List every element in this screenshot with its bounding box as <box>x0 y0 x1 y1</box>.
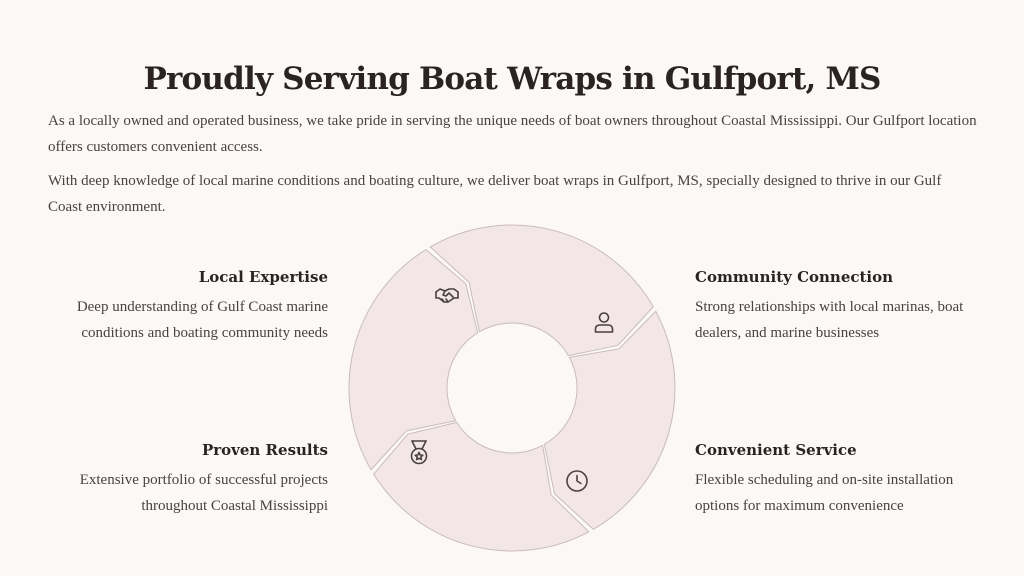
convenient-service-heading: Convenient Service <box>695 441 857 459</box>
local-expertise-heading: Local Expertise <box>198 268 328 286</box>
segment-convenient-service <box>373 421 590 552</box>
segment-local-expertise <box>429 224 654 357</box>
convenient-service-block: Convenient Service Flexible scheduling a… <box>695 438 985 519</box>
page-title: Proudly Serving Boat Wraps in Gulfport, … <box>143 60 881 97</box>
segment-proven-results <box>348 249 479 471</box>
local-expertise-block: Local Expertise Deep understanding of Gu… <box>38 265 328 346</box>
local-expertise-text: Deep understanding of Gulf Coast marine … <box>76 299 328 341</box>
community-connection-block: Community Connection Strong relationship… <box>695 265 985 346</box>
intro-paragraph-2: With deep knowledge of local marine cond… <box>48 173 942 215</box>
proven-results-block: Proven Results Extensive portfolio of su… <box>38 438 328 519</box>
proven-results-heading: Proven Results <box>201 441 328 459</box>
community-connection-text: Strong relationships with local marinas,… <box>695 299 964 341</box>
proven-results-text: Extensive portfolio of successful projec… <box>79 472 328 514</box>
convenient-service-text: Flexible scheduling and on-site installa… <box>695 472 954 514</box>
intro-paragraph-1: As a locally owned and operated business… <box>48 113 977 155</box>
community-connection-heading: Community Connection <box>695 268 894 286</box>
